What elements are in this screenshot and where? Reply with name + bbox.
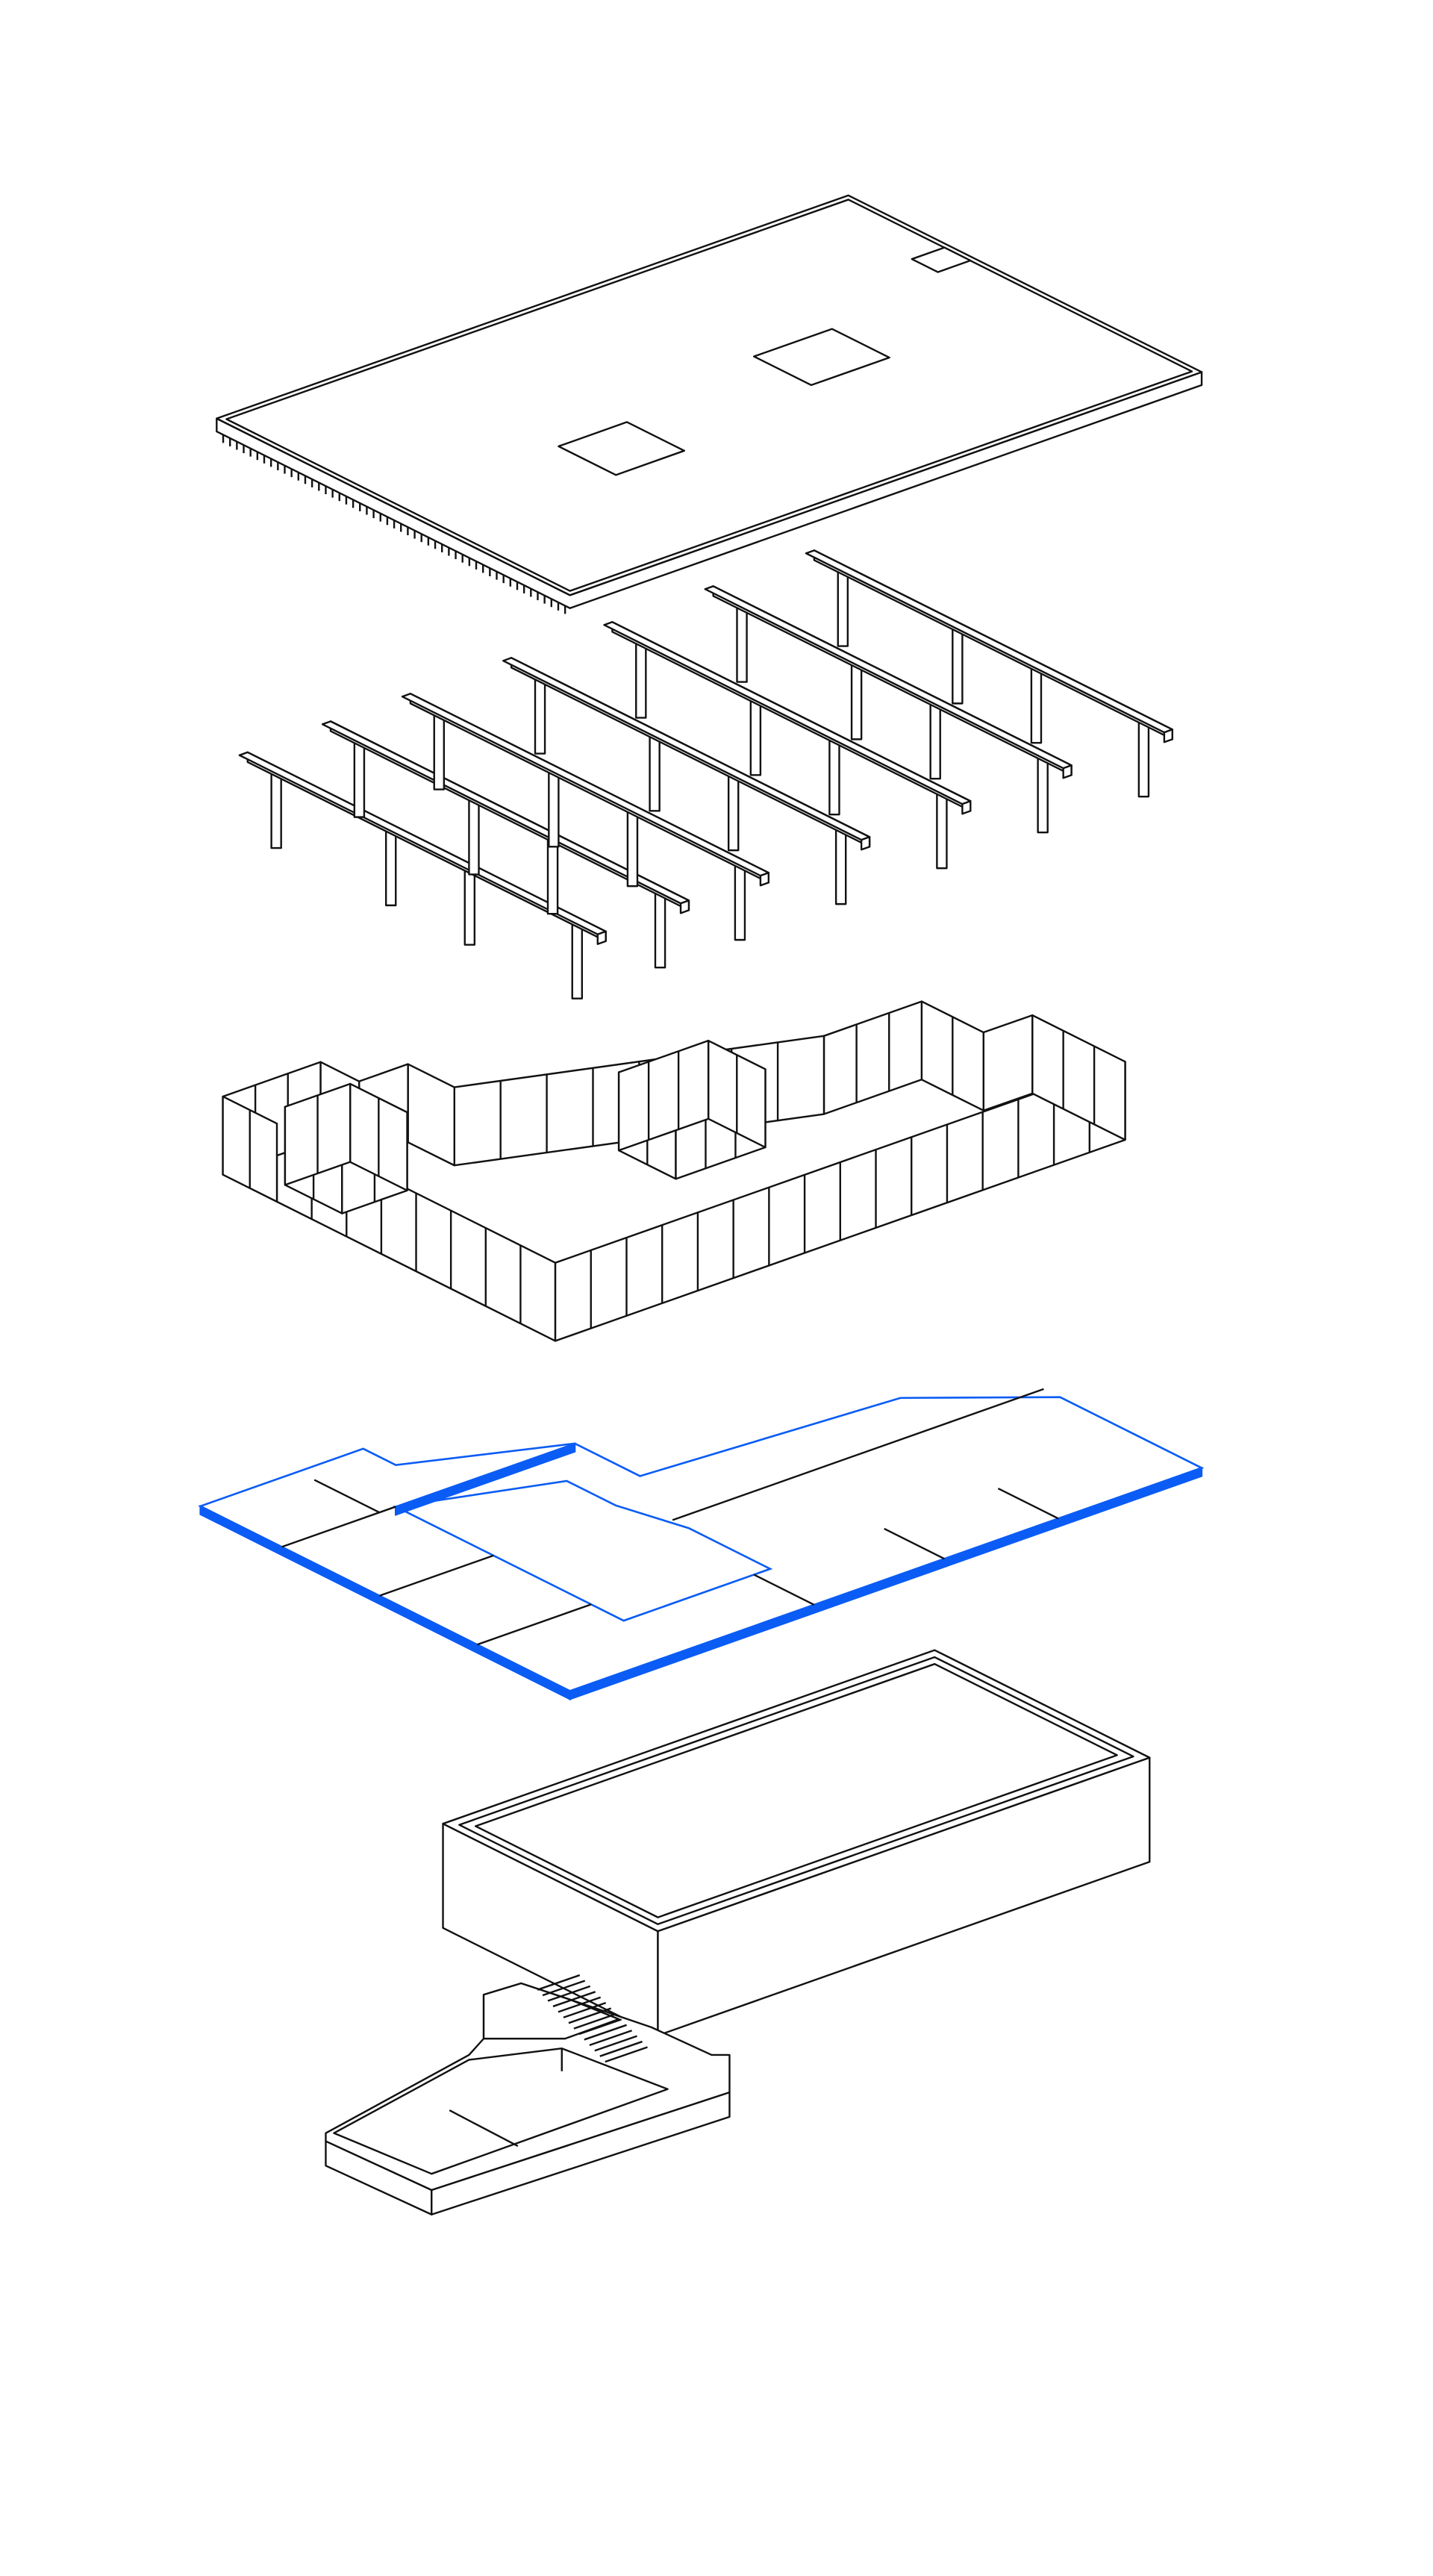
outer-wall-panel [822, 1000, 923, 1115]
column [546, 838, 559, 915]
column [353, 741, 366, 818]
skylight-0 [558, 421, 686, 476]
panel-joint [997, 1487, 1059, 1520]
stair-tread [558, 1996, 602, 2013]
column [463, 869, 476, 946]
stair-base-layer [325, 1974, 731, 2215]
panel-joint [884, 1527, 945, 1560]
column [929, 702, 941, 780]
stair-tread [599, 2040, 643, 2057]
column [468, 798, 480, 876]
column [749, 699, 762, 776]
beam-3-end [759, 872, 770, 887]
column [635, 642, 647, 719]
beam-1-end [596, 930, 607, 945]
column [1037, 756, 1049, 834]
panel-joint [476, 1603, 592, 1646]
column [736, 606, 748, 683]
beam-7-end [1163, 729, 1173, 743]
volume-rim [458, 1656, 1134, 1925]
skylight-2 [911, 246, 972, 273]
column [727, 774, 740, 852]
stair-tread [552, 1991, 596, 2008]
column [571, 923, 584, 999]
stair-tread [568, 2007, 612, 2024]
beam-5-end [961, 800, 972, 815]
column [626, 810, 639, 888]
beam-column-layer [238, 549, 1173, 999]
floor-plate-layer [198, 1388, 1205, 1701]
volume-inner-rim [474, 1662, 1118, 1918]
stair-tread [589, 2030, 632, 2046]
stair-tread [563, 2002, 607, 2018]
column [850, 663, 863, 740]
beam-4-end [860, 836, 871, 851]
panel-joint [313, 1479, 380, 1514]
column [270, 772, 282, 849]
stair-tread [578, 2018, 622, 2036]
panel-joint [753, 1574, 815, 1606]
courtyard-opening [392, 1479, 773, 1622]
column [1030, 667, 1043, 744]
outer-wall-panel [407, 1063, 455, 1167]
ramp-floor [333, 2048, 669, 2175]
floor-inner-edge [395, 1442, 576, 1516]
ramp-joint [449, 2109, 519, 2148]
roof-slab-layer [216, 194, 1203, 614]
column [654, 891, 666, 969]
platform-right-face [431, 2091, 731, 2215]
column [649, 735, 661, 812]
stair-tread [605, 2046, 648, 2063]
column [936, 792, 948, 870]
column [433, 714, 446, 790]
column [534, 678, 546, 755]
panel-joint [672, 1388, 1044, 1521]
roof-top [216, 194, 1203, 596]
volume-top [442, 1649, 1151, 1933]
roof-parapet [225, 199, 1193, 592]
panel-joint [379, 1554, 494, 1597]
stair-tread [584, 2024, 627, 2041]
glass-wall-layer [222, 1000, 1126, 1342]
column [734, 864, 746, 941]
panel-joint [281, 1506, 396, 1548]
stair-tread [547, 1985, 591, 2002]
outer-wall-panel [982, 1014, 1034, 1111]
basement-volume-layer [442, 1649, 1151, 2036]
column [952, 627, 964, 705]
stair-tread [573, 2012, 617, 2030]
stair-tread [537, 1974, 581, 1991]
beam-6-end [1062, 764, 1073, 779]
column [834, 828, 847, 905]
stair-tread [594, 2035, 637, 2052]
column [1137, 720, 1150, 798]
column [837, 570, 849, 647]
beam-2-end [679, 899, 690, 914]
column [828, 738, 840, 816]
stair-tread [542, 1980, 586, 1997]
skylight-1 [752, 328, 890, 387]
column [384, 829, 397, 907]
column [548, 770, 560, 848]
